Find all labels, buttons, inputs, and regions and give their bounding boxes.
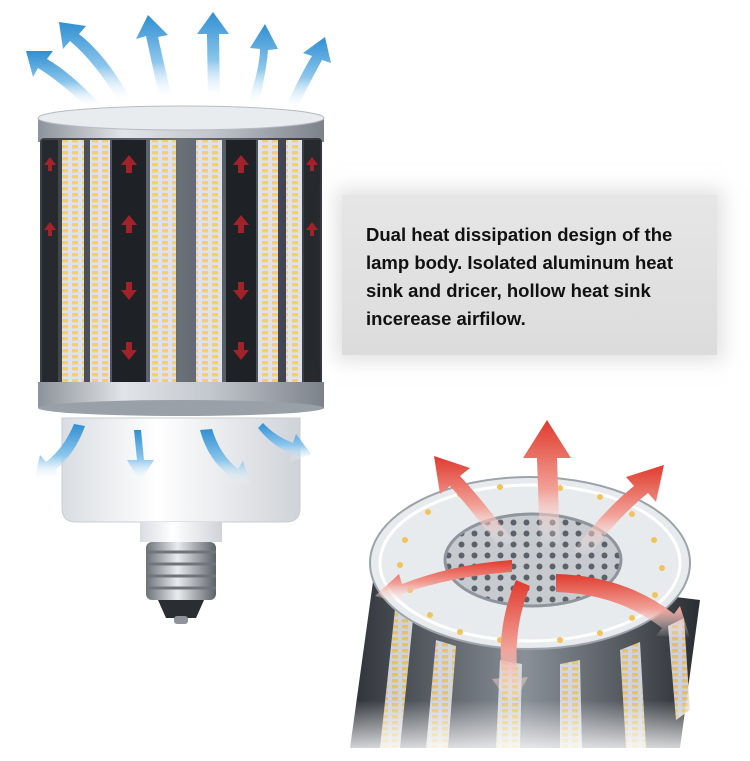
corn-lamp-front-view xyxy=(37,105,325,624)
blue-airflow-arrow-icon xyxy=(34,423,311,486)
caption-text: Dual heat dissipation design of the lamp… xyxy=(366,224,674,329)
caption-panel: Dual heat dissipation design of the lamp… xyxy=(342,195,717,355)
red-airflow-arrow-icon xyxy=(375,420,690,707)
screw-base xyxy=(146,542,216,624)
internal-heat-arrows xyxy=(44,155,318,360)
blue-airflow-arrow-icon xyxy=(26,12,331,110)
